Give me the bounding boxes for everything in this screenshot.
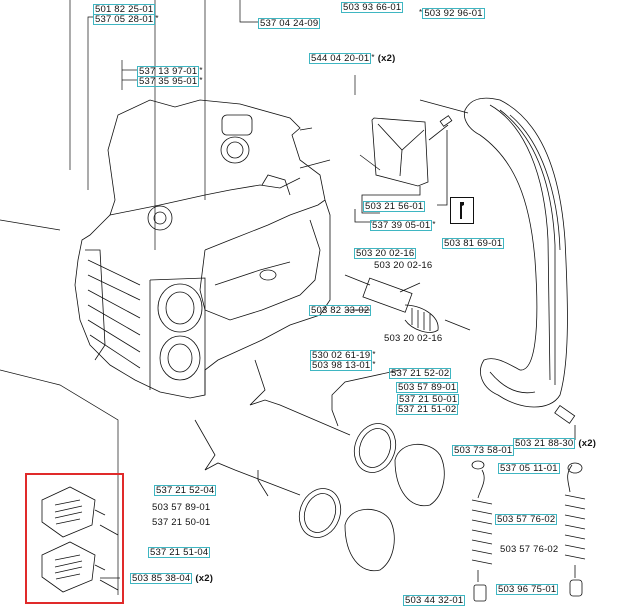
part-label[interactable]: 503 81 69-01 xyxy=(442,238,505,249)
part-suffix: * xyxy=(372,360,376,369)
part-number: 537 21 50-01 xyxy=(152,517,211,528)
part-label[interactable]: 537 21 52-04 xyxy=(154,485,217,496)
springs-drawing xyxy=(471,460,586,602)
air-filter-cover-drawing xyxy=(354,115,453,223)
part-number: 537 05 11-01 xyxy=(498,463,560,474)
highlighted-region xyxy=(25,473,124,604)
part-number: 503 20 02-16 xyxy=(354,248,417,259)
wrench-icon xyxy=(460,202,464,219)
part-number: 503 21 56-01 xyxy=(363,201,426,212)
part-label[interactable]: 503 82 33-02 xyxy=(309,305,372,316)
part-label[interactable]: 537 04 24-09 xyxy=(258,18,321,29)
part-label[interactable]: 503 44 32-01 xyxy=(403,595,466,606)
crankcase-tank-drawing xyxy=(74,99,331,399)
part-number: 537 21 51-04 xyxy=(148,547,211,558)
part-number: 503 81 69-01 xyxy=(442,238,505,249)
part-suffix: * xyxy=(372,350,376,359)
part-label[interactable]: 503 57 89-01 xyxy=(396,382,459,393)
part-number: 537 39 05-01 xyxy=(370,220,433,231)
part-number: 537 21 52-02 xyxy=(389,368,452,379)
part-label[interactable]: 503 21 88-30(x2) xyxy=(513,438,596,449)
part-label[interactable]: 537 21 52-02 xyxy=(389,368,452,379)
part-number: 503 44 32-01 xyxy=(403,595,466,606)
part-label[interactable]: 537 39 05-01* xyxy=(370,220,436,231)
part-number: 537 21 51-02 xyxy=(396,404,459,415)
part-number: 503 96 75-01 xyxy=(496,584,559,595)
part-label[interactable]: 537 05 11-01 xyxy=(498,463,560,474)
part-quantity: (x2) xyxy=(195,573,214,584)
part-number: 537 05 28-01 xyxy=(93,14,156,25)
part-number: 503 57 76-02 xyxy=(500,544,559,555)
part-suffix: * xyxy=(155,14,159,23)
part-label[interactable]: 537 21 51-02 xyxy=(396,404,459,415)
part-label[interactable]: *503 92 96-01 xyxy=(419,8,485,19)
part-number: 503 82 33-02 xyxy=(309,305,372,316)
part-label[interactable]: 503 57 76-02 xyxy=(495,514,558,525)
part-suffix: * xyxy=(371,53,375,62)
part-quantity: (x2) xyxy=(377,53,396,64)
part-number: 544 04 20-01 xyxy=(309,53,372,64)
part-label[interactable]: 503 73 58-01 xyxy=(452,445,515,456)
part-label[interactable]: 537 21 51-04 xyxy=(148,547,211,558)
part-label[interactable]: 503 21 56-01 xyxy=(363,201,426,212)
part-number: 503 93 66-01 xyxy=(341,2,404,13)
part-number: 537 04 24-09 xyxy=(258,18,321,29)
part-label[interactable]: 503 57 76-02 xyxy=(499,545,559,555)
part-prefix: * xyxy=(419,8,423,17)
handlebar-drawing xyxy=(419,97,576,440)
part-number: 503 57 89-01 xyxy=(396,382,459,393)
part-number: 503 92 96-01 xyxy=(422,8,485,19)
part-number: 503 20 02-16 xyxy=(384,333,443,344)
part-label[interactable]: 503 85 38-04(x2) xyxy=(130,573,213,584)
part-label[interactable]: 503 20 02-16 xyxy=(354,248,417,259)
part-label[interactable]: 503 93 66-01 xyxy=(341,2,404,13)
part-number: 503 21 88-30 xyxy=(513,438,576,449)
part-label[interactable]: 537 35 95-01* xyxy=(137,76,203,87)
part-suffix: * xyxy=(199,66,203,75)
fuel-filter-drawing xyxy=(194,359,445,572)
part-label[interactable]: 544 04 20-01*(x2) xyxy=(309,53,395,64)
part-label[interactable]: 503 98 13-01* xyxy=(310,360,376,371)
part-label[interactable]: 503 96 75-01 xyxy=(496,584,559,595)
part-quantity: (x2) xyxy=(578,438,597,449)
part-number: 503 73 58-01 xyxy=(452,445,515,456)
anti-vibration-elements-drawing xyxy=(41,486,119,593)
part-label[interactable]: 503 20 02-16 xyxy=(383,334,443,344)
part-number: 503 20 02-16 xyxy=(374,260,433,271)
part-label[interactable]: 537 05 28-01* xyxy=(93,14,159,25)
part-number: 503 98 13-01 xyxy=(310,360,373,371)
part-label[interactable]: 537 21 50-01 xyxy=(151,518,211,528)
part-suffix: * xyxy=(432,220,436,229)
tool-symbol xyxy=(450,197,474,224)
part-number: 537 35 95-01 xyxy=(137,76,200,87)
part-label[interactable]: 503 57 89-01 xyxy=(151,503,211,513)
leader-lines xyxy=(0,0,381,595)
part-number: 537 21 52-04 xyxy=(154,485,217,496)
part-label[interactable]: 503 20 02-16 xyxy=(373,261,433,271)
part-number: 503 85 38-04 xyxy=(130,573,193,584)
part-number: 503 57 76-02 xyxy=(495,514,558,525)
vibration-damper-drawing xyxy=(344,274,471,333)
part-suffix: * xyxy=(199,76,203,85)
part-number: 503 57 89-01 xyxy=(152,502,211,513)
